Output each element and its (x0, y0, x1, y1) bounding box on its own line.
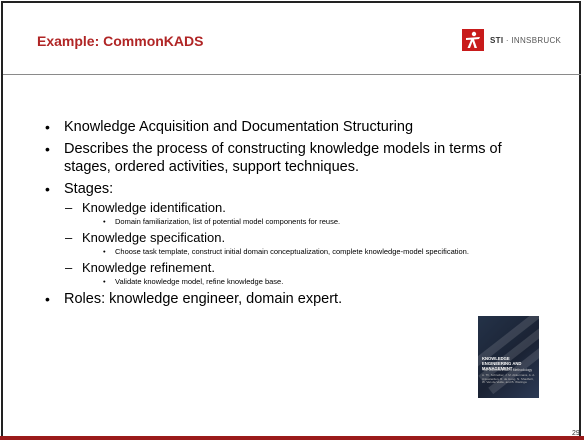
sti-logo: STI · INNSBRUCK (462, 29, 561, 51)
stage-specification-detail: Choose task template, construct initial … (103, 247, 515, 256)
sti-logo-icon (462, 29, 484, 51)
page-number: 29 (572, 430, 580, 437)
stage-identification: Knowledge identification. (65, 200, 535, 216)
logo-separator: · (503, 35, 512, 45)
bullet-roles: Roles: knowledge engineer, domain expert… (45, 290, 535, 308)
slide-content: Knowledge Acquisition and Documentation … (45, 118, 535, 312)
bullet-stages: Stages: (45, 180, 535, 198)
logo-brand: STI (490, 35, 504, 45)
bullet-description: Describes the process of constructing kn… (45, 140, 535, 176)
sti-logo-text: STI · INNSBRUCK (490, 36, 561, 45)
stage-refinement: Knowledge refinement. (65, 260, 535, 276)
stage-identification-detail: Domain familiarization, list of potentia… (103, 217, 515, 226)
slide-title: Example: CommonKADS (37, 33, 204, 49)
logo-location: INNSBRUCK (511, 35, 562, 45)
book-title: KNOWLEDGE ENGINEERING AND MANAGEMENT (482, 356, 522, 371)
book-cover-image: KNOWLEDGE ENGINEERING AND MANAGEMENT The… (478, 316, 539, 398)
header-divider (3, 74, 581, 75)
footer-accent-bar (0, 436, 584, 440)
bullet-acronym: Knowledge Acquisition and Documentation … (45, 118, 535, 136)
stage-specification: Knowledge specification. (65, 230, 535, 246)
book-authors: A. Th. Schreiber, J. M. Akkermans, A. A.… (482, 373, 536, 385)
stage-refinement-detail: Validate knowledge model, refine knowled… (103, 277, 515, 286)
book-subtitle: The CommonKADS Methodology (482, 368, 533, 372)
